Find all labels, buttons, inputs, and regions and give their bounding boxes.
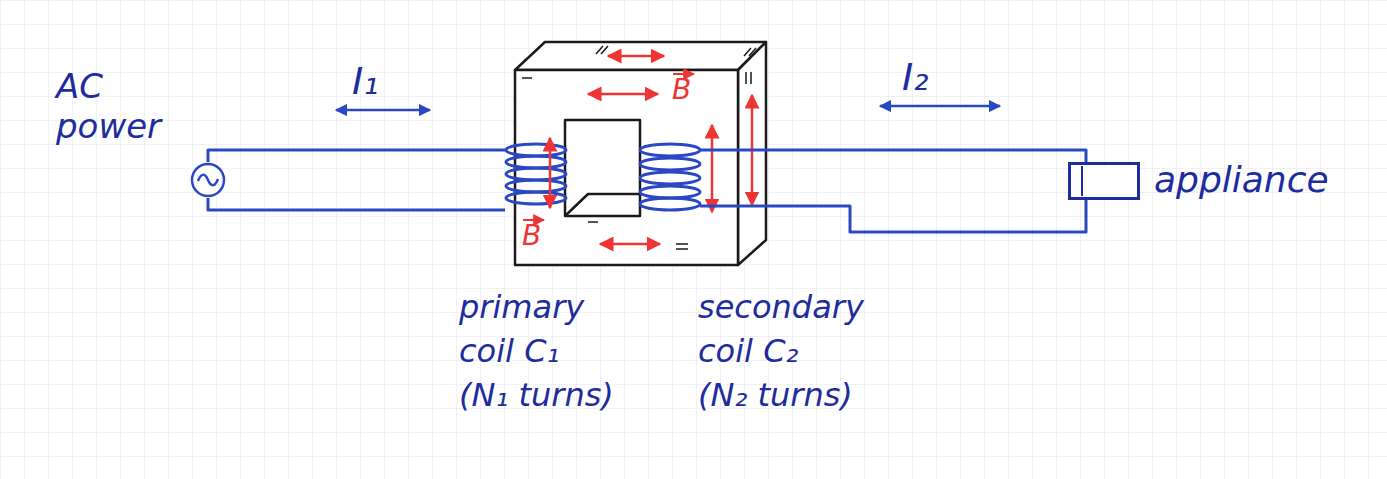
wire bbox=[208, 150, 505, 162]
coil-turn bbox=[640, 186, 700, 198]
appliance-outline bbox=[1070, 164, 1139, 199]
coil-turn bbox=[506, 180, 566, 192]
appliance-detail bbox=[1081, 166, 1083, 196]
field-arrow bbox=[608, 55, 664, 58]
field-arrow bbox=[600, 243, 660, 246]
primary-coil-windings bbox=[506, 144, 566, 204]
current-arrow bbox=[336, 109, 430, 112]
wire bbox=[700, 200, 1086, 232]
field-label: B bbox=[522, 216, 541, 256]
coil-turn bbox=[506, 168, 566, 180]
coil-turn bbox=[640, 144, 700, 156]
current-label: I₂ bbox=[902, 54, 928, 100]
core-window bbox=[565, 120, 640, 216]
ac-source: AC power bbox=[190, 162, 226, 198]
coil-label: secondary coil C₂ (N₂ turns) bbox=[698, 285, 856, 417]
secondary-coil: secondary coil C₂ (N₂ turns) bbox=[640, 138, 700, 214]
current-label: I₁ bbox=[352, 58, 378, 104]
hatch-mark bbox=[676, 244, 688, 249]
field-arrow bbox=[549, 138, 552, 208]
coil-turn bbox=[640, 158, 700, 170]
field-arrow bbox=[588, 93, 658, 96]
appliance-box: appliance bbox=[1068, 162, 1140, 200]
core-window-depth bbox=[565, 194, 640, 216]
field-label: B bbox=[672, 70, 691, 110]
hatch-mark bbox=[522, 77, 532, 79]
hatch-mark bbox=[596, 46, 608, 54]
current-arrow bbox=[880, 105, 1000, 108]
sine-symbol bbox=[198, 175, 218, 185]
coil-turn bbox=[506, 192, 566, 204]
ac-source-symbol bbox=[190, 162, 226, 198]
coil-turn bbox=[640, 198, 700, 210]
secondary-coil-windings bbox=[640, 144, 700, 210]
coil-turn bbox=[640, 172, 700, 184]
source-circle bbox=[192, 164, 224, 196]
wire bbox=[700, 150, 1086, 162]
wire bbox=[208, 198, 505, 210]
core-hatching bbox=[522, 46, 756, 249]
source-label: AC power bbox=[56, 66, 69, 146]
hatch-mark bbox=[746, 72, 751, 84]
coil-label: primary coil C₁ (N₁ turns) bbox=[459, 285, 617, 417]
current-arrows bbox=[336, 106, 1000, 110]
core-top-face bbox=[515, 42, 766, 70]
hatch-mark bbox=[744, 48, 756, 56]
coil-turn bbox=[506, 156, 566, 168]
core-side-face bbox=[738, 42, 766, 265]
field-arrow bbox=[711, 125, 714, 212]
appliance-symbol bbox=[1068, 162, 1140, 200]
primary-coil: primary coil C₁ (N₁ turns) bbox=[505, 138, 567, 214]
coil-turn bbox=[506, 144, 566, 156]
appliance-label: appliance bbox=[1154, 158, 1167, 202]
hatch-mark bbox=[588, 221, 598, 223]
vector-bars bbox=[523, 74, 694, 220]
